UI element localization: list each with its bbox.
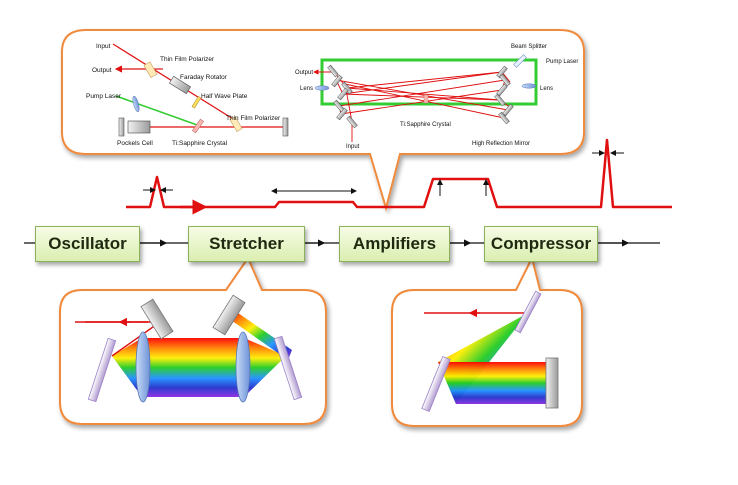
tfp-bottom-label: Thin Film Polarizer [226,115,281,122]
faraday-rotator [168,75,192,95]
faraday-rotator-label: Faraday Rotator [180,74,228,81]
end-mirror-right [282,117,289,137]
regenerative-amplifier-schematic: Input Output Thin Film Polarizer Faraday… [86,43,289,147]
end-mirror-left [118,117,125,137]
regen-input-label: Input [96,43,111,50]
lens-right-icon [521,83,537,89]
ti-sapphire-crystal-regen [191,118,205,134]
beam-splitter-label: Beam Splitter [511,44,547,50]
stretcher-schematic [75,294,303,403]
lens-left-icon [314,85,330,91]
multipass-output-label: Output [295,70,313,76]
stretcher-mirror-right [212,294,246,336]
pulse-timeline [126,138,672,215]
stage-amplifiers: Amplifiers [339,226,450,262]
compressor-grating-bottom [421,356,451,412]
multipass-amplifier-schematic: Beam Splitter Pump Laser Output Lens Len… [295,44,578,150]
pockels-cell-label: Pockels Cell [117,140,153,147]
stretcher-grating-right [273,335,303,401]
compressor-rainbow-parallel [438,362,548,404]
stretcher-mirror-left [140,298,174,340]
stage-oscillator: Oscillator [35,226,140,262]
multipass-crystal-label: Ti:Sapphire Crystal [400,122,451,128]
multipass-pump-laser-label: Pump Laser [546,59,578,65]
pockels-cell [127,120,151,134]
amplifier-callout [61,29,585,212]
high-reflection-mirror-label: High Reflection Mirror [472,141,530,147]
regen-crystal-label: Ti:Sapphire Crystal [172,140,228,147]
compressor-schematic [421,290,559,412]
beam-splitter [513,54,527,68]
lens-left-label: Lens [300,86,313,92]
pump-beam-path [320,58,538,106]
stretcher-grating-left [87,337,117,403]
stretcher-rainbow-tail [228,313,292,360]
stage-compressor: Compressor [484,226,598,262]
compressor-grating-top [514,290,542,334]
multipass-input-label: Input [346,144,360,150]
thin-film-polarizer-bottom [229,116,243,132]
tfp-top-label: Thin Film Polarizer [160,56,215,63]
compressor-mirror [545,357,559,409]
half-wave-plate [191,96,202,109]
half-wave-plate-label: Half Wave Plate [201,93,248,100]
thin-film-polarizer-top [143,61,158,78]
regen-pump-laser-label: Pump Laser [86,93,122,100]
lens-right-label: Lens [540,86,553,92]
regen-output-label: Output [92,67,112,74]
stretcher-lens-right-icon [235,331,251,403]
stage-stretcher: Stretcher [188,226,305,262]
stretcher-lens-left-icon [135,331,151,403]
ti-sapphire-crystal-multipass [423,94,429,104]
pump-lens-icon [132,95,140,113]
